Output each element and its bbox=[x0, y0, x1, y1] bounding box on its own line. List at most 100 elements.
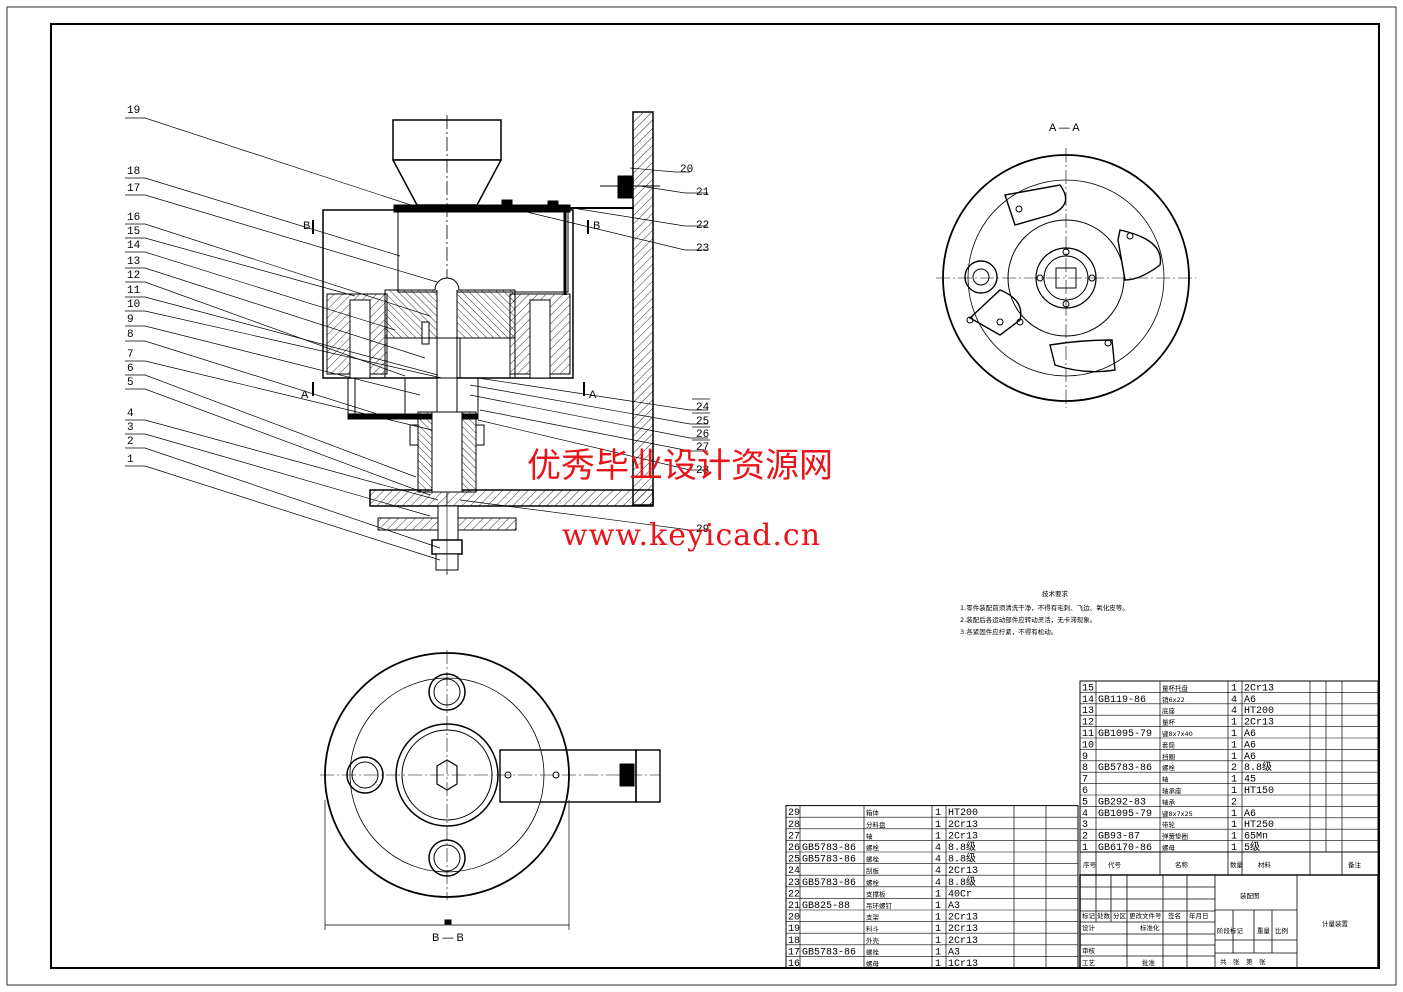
callout-7: 7 bbox=[127, 349, 134, 361]
title-approve-label: 批准 bbox=[1142, 958, 1156, 967]
parts-left-cell-no: 29 bbox=[788, 808, 800, 819]
title-weight-label: 重量 bbox=[1257, 927, 1271, 935]
parts-left-cell-qty: 1 bbox=[935, 889, 941, 900]
parts-left-cell-material: 2Cr13 bbox=[948, 936, 978, 947]
callout-24: 24 bbox=[696, 402, 710, 414]
parts-left-cell-qty: 4 bbox=[935, 843, 941, 854]
parts-right-cell-code: GB292-83 bbox=[1098, 797, 1146, 808]
header-material: 材料 bbox=[1258, 860, 1272, 869]
parts-left-cell-no: 23 bbox=[788, 878, 800, 889]
parts-right-cell-qty: 1 bbox=[1231, 752, 1237, 763]
parts-left-cell-qty: 1 bbox=[935, 820, 941, 831]
parts-right-cell-name: 销6x22 bbox=[1162, 695, 1185, 704]
title-row-label-1: 标记 bbox=[1082, 911, 1096, 920]
parts-left-cell-code: GB5783-86 bbox=[802, 843, 856, 854]
parts-right-cell-material: A6 bbox=[1244, 695, 1256, 706]
parts-right-cell-material: 8.8级 bbox=[1244, 761, 1272, 774]
parts-left-cell-material: A3 bbox=[948, 901, 960, 912]
parts-left-cell-qty: 1 bbox=[935, 831, 941, 842]
title-product-name: 计量装置 bbox=[1322, 919, 1349, 928]
section-aa-label: A — A bbox=[1049, 122, 1080, 134]
parts-list-header bbox=[1079, 851, 1379, 876]
callout-29: 29 bbox=[696, 524, 709, 536]
parts-right-cell-code: GB1095-79 bbox=[1098, 809, 1152, 820]
parts-right-cell-code: GB6170-86 bbox=[1098, 843, 1152, 854]
parts-left-cell-qty: 4 bbox=[935, 855, 941, 866]
callout-4: 4 bbox=[127, 408, 134, 420]
parts-left-cell-name: 吊环螺钉 bbox=[866, 901, 893, 910]
parts-right-cell-material: 5级 bbox=[1244, 841, 1260, 854]
parts-left-cell-no: 20 bbox=[788, 913, 800, 924]
parts-left-cell-no: 17 bbox=[788, 947, 800, 958]
parts-left-cell-name: 螺栓 bbox=[866, 947, 880, 956]
parts-right-cell-material: 2Cr13 bbox=[1244, 683, 1274, 694]
parts-right-cell-material: HT200 bbox=[1244, 706, 1274, 717]
parts-left-cell-material: 2Cr13 bbox=[948, 924, 978, 935]
leader-lines-right bbox=[459, 167, 708, 531]
callout-5: 5 bbox=[127, 377, 134, 389]
parts-right-cell-material: A6 bbox=[1244, 752, 1256, 763]
callout-10: 10 bbox=[127, 299, 140, 311]
parts-left-cell-name: 刮板 bbox=[866, 866, 880, 875]
parts-right-cell-qty: 2 bbox=[1231, 797, 1237, 808]
title-row-label-6: 年月日 bbox=[1189, 911, 1209, 920]
section-view-aa bbox=[936, 148, 1196, 408]
parts-left-cell-no: 19 bbox=[788, 924, 800, 935]
callout-11: 11 bbox=[127, 285, 141, 297]
parts-right-cell-name: 底座 bbox=[1162, 706, 1176, 715]
parts-right-cell-qty: 1 bbox=[1231, 775, 1237, 786]
parts-left-cell-qty: 1 bbox=[935, 936, 941, 947]
watermark-site-name: 优秀毕业设计资源网 bbox=[527, 446, 833, 486]
parts-left-cell-no: 25 bbox=[788, 855, 800, 866]
cut-marker-b-right: B bbox=[593, 220, 600, 232]
parts-left-cell-name: 外壳 bbox=[866, 936, 880, 945]
header-no: 序号 bbox=[1083, 860, 1097, 869]
parts-left-cell-qty: 1 bbox=[935, 913, 941, 924]
parts-right-cell-name: 键8x7x25 bbox=[1162, 809, 1193, 818]
cut-marker-b-left: B bbox=[303, 220, 310, 232]
parts-left-cell-no: 26 bbox=[788, 843, 800, 854]
tech-req-title: 技术要求 bbox=[1042, 589, 1069, 598]
main-section-view bbox=[312, 111, 660, 575]
callout-6: 6 bbox=[127, 363, 134, 375]
tech-req-item-3: 3.各紧固件应拧紧，不得有松动。 bbox=[960, 627, 1057, 636]
callout-8: 8 bbox=[127, 329, 134, 341]
parts-left-cell-name: 分料盘 bbox=[866, 820, 886, 829]
parts-right-cell-no: 11 bbox=[1082, 729, 1094, 740]
callout-12: 12 bbox=[127, 270, 140, 282]
parts-right-cell-name: 弹簧垫圈 bbox=[1162, 832, 1188, 841]
parts-right-cell-code: GB119-86 bbox=[1098, 695, 1146, 706]
parts-left-cell-name: 螺栓 bbox=[866, 855, 880, 864]
title-row-label-4: 更改文件号 bbox=[1129, 911, 1162, 920]
parts-right-cell-no: 1 bbox=[1082, 843, 1088, 854]
callout-21: 21 bbox=[696, 187, 710, 199]
title-sheets: 共 张 第 张 bbox=[1220, 957, 1266, 966]
callout-3: 3 bbox=[127, 422, 134, 434]
parts-right-cell-code: GB5783-86 bbox=[1098, 763, 1152, 774]
parts-right-cell-code: GB1095-79 bbox=[1098, 729, 1152, 740]
parts-left-cell-name: 料斗 bbox=[866, 924, 880, 933]
parts-left-cell-qty: 1 bbox=[935, 959, 941, 970]
parts-left-cell-code: GB5783-86 bbox=[802, 855, 856, 866]
parts-right-cell-qty: 1 bbox=[1231, 740, 1237, 751]
parts-left-cell-material: A3 bbox=[948, 947, 960, 958]
parts-left-cell-name: 螺母 bbox=[866, 959, 880, 968]
parts-right-cell-qty: 1 bbox=[1231, 718, 1237, 729]
parts-right-cell-name: 量杯 bbox=[1162, 718, 1176, 727]
callout-16: 16 bbox=[127, 212, 140, 224]
parts-right-cell-qty: 4 bbox=[1231, 706, 1237, 717]
parts-left-cell-name: 轴 bbox=[866, 831, 873, 840]
callout-26: 26 bbox=[696, 429, 709, 441]
parts-right-cell-qty: 2 bbox=[1231, 763, 1237, 774]
parts-left-cell-material: 1Cr13 bbox=[948, 959, 978, 970]
section-bb-label: B — B bbox=[432, 932, 464, 944]
parts-right-cell-name: 轴承 bbox=[1162, 797, 1176, 806]
parts-left-cell-qty: 1 bbox=[935, 808, 941, 819]
title-row-label-5: 签名 bbox=[1168, 911, 1181, 920]
parts-right-cell-qty: 1 bbox=[1231, 809, 1237, 820]
parts-right-cell-qty: 1 bbox=[1231, 786, 1237, 797]
callout-27: 27 bbox=[696, 442, 709, 454]
parts-left-cell-qty: 1 bbox=[935, 947, 941, 958]
parts-right-cell-name: 套筒 bbox=[1162, 740, 1176, 749]
